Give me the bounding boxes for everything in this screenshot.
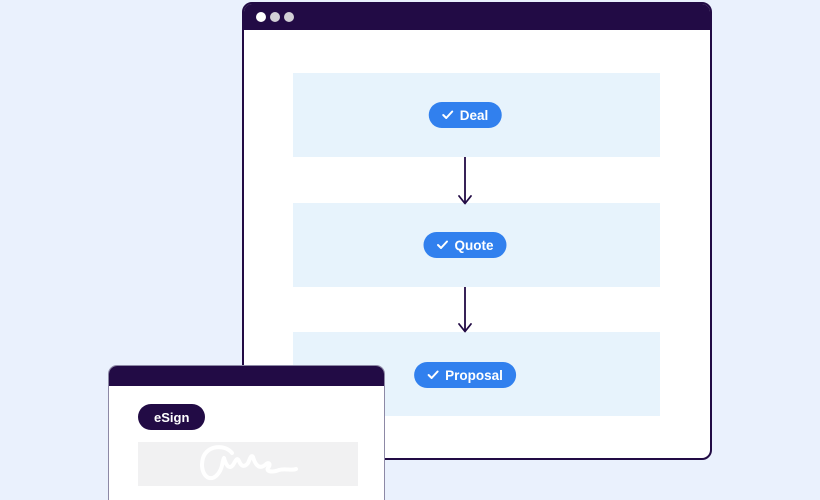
browser-titlebar — [244, 4, 710, 30]
deal-button[interactable]: Deal — [428, 102, 502, 128]
check-icon — [437, 238, 449, 253]
window-control-dot[interactable] — [256, 12, 266, 22]
signature-squiggle-icon — [138, 442, 358, 486]
deal-button-label: Deal — [459, 107, 489, 123]
esign-badge: eSign — [138, 404, 206, 430]
esign-window: eSign — [108, 365, 385, 500]
check-icon — [427, 368, 439, 383]
esign-badge-label: eSign — [154, 409, 190, 425]
down-arrow-icon — [457, 286, 473, 339]
quote-button-label: Quote — [454, 237, 494, 253]
quote-button[interactable]: Quote — [423, 232, 507, 258]
down-arrow-icon — [457, 156, 473, 211]
window-control-dot[interactable] — [270, 12, 280, 22]
signature-field[interactable] — [138, 442, 358, 486]
proposal-button[interactable]: Proposal — [414, 362, 516, 388]
esign-titlebar — [109, 366, 384, 386]
proposal-button-label: Proposal — [445, 367, 503, 383]
window-control-dot[interactable] — [284, 12, 294, 22]
browser-window: Deal Quote Proposal — [242, 2, 712, 460]
check-icon — [442, 108, 454, 123]
